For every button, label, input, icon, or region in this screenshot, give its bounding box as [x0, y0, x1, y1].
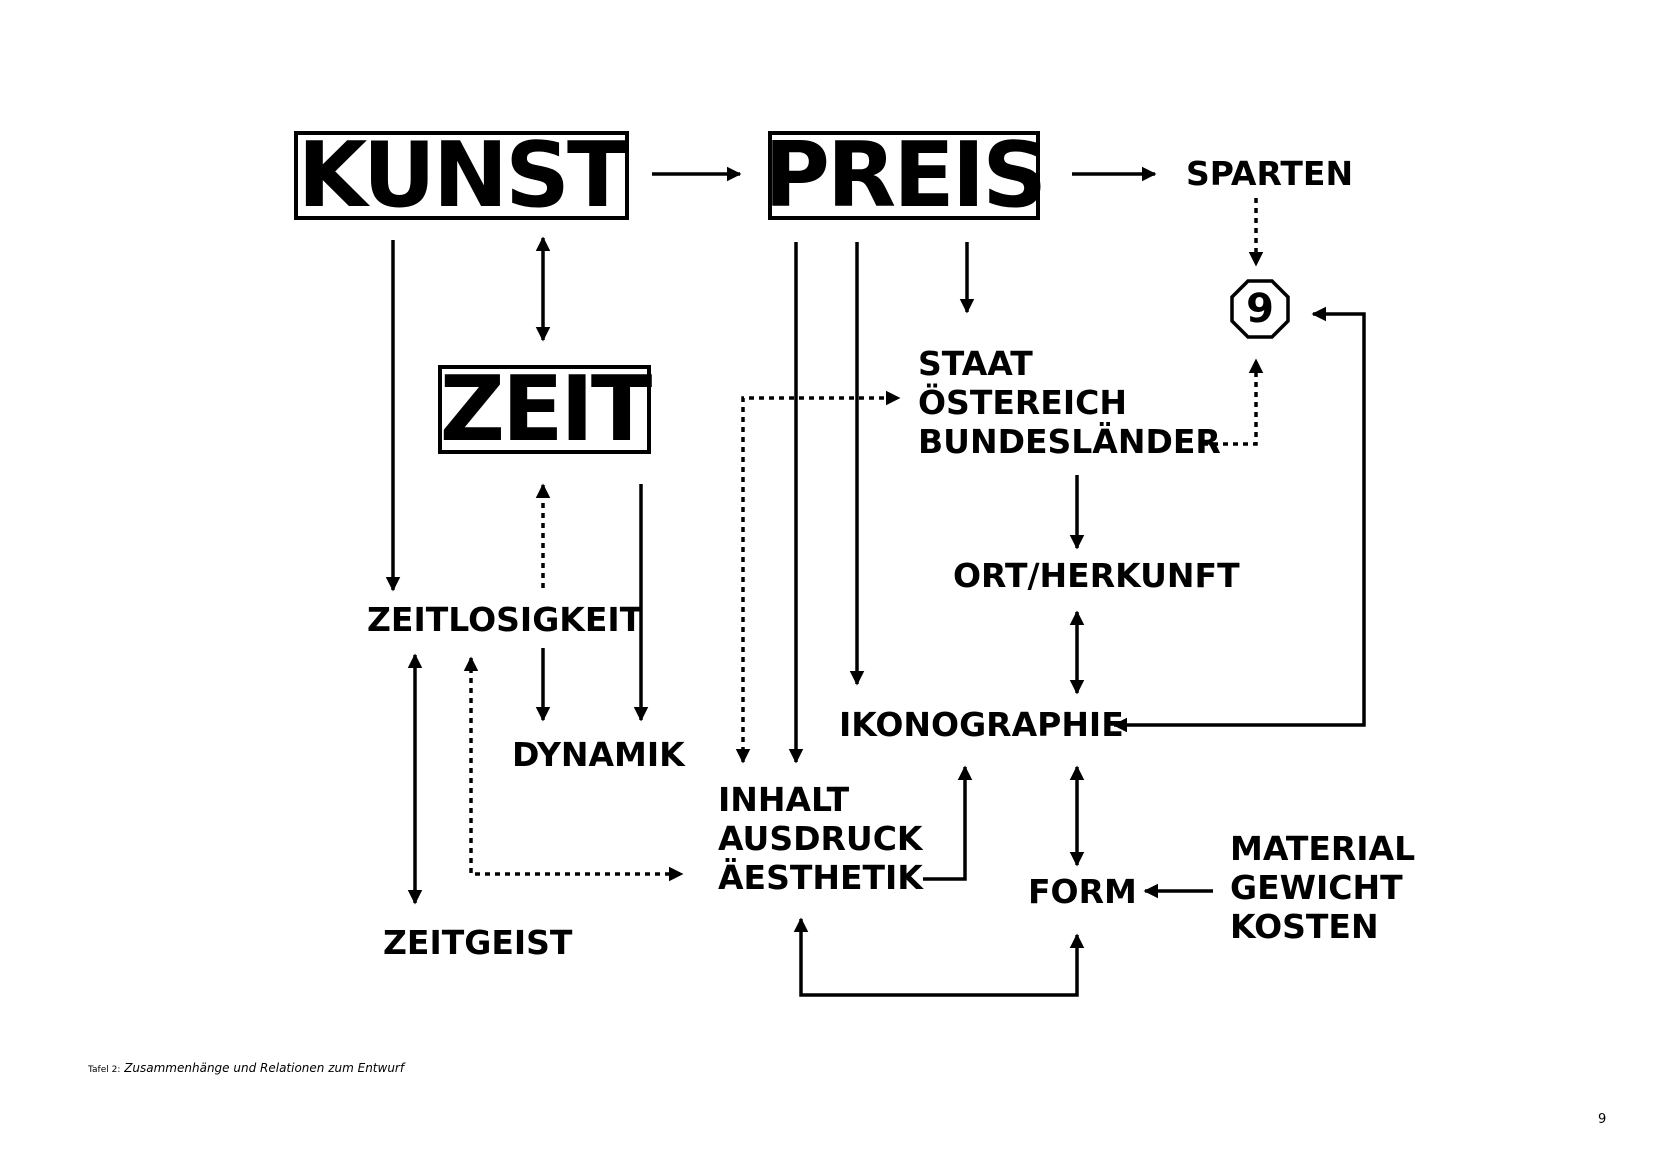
- arrow-inhalt-ikonographie: [923, 765, 973, 881]
- node-zeitlosigkeit: ZEITLOSIGKEIT: [367, 600, 643, 639]
- arrow-ikonographie-nine: [1112, 306, 1366, 733]
- node-material-line-3: KOSTEN: [1230, 907, 1379, 946]
- node-nine-label: 9: [1246, 286, 1274, 332]
- node-material-line-1: MATERIAL: [1230, 829, 1416, 868]
- arrow-zeitlosigkeit-inhalt: [463, 656, 684, 882]
- node-sparten: SPARTEN: [1186, 154, 1354, 193]
- node-inhalt: INHALT AUSDRUCK ÄESTHETIK: [718, 780, 923, 897]
- node-form: FORM: [1028, 872, 1137, 911]
- node-inhalt-line-1: INHALT: [718, 780, 850, 819]
- node-preis: PREIS: [764, 130, 1047, 220]
- node-inhalt-line-2: AUSDRUCK: [718, 819, 923, 858]
- node-kunst: KUNST: [294, 122, 629, 228]
- node-nine: 9: [1232, 281, 1288, 337]
- nine-octagon-shape: [1230, 279, 1290, 339]
- node-kunst-label: KUNST: [297, 122, 629, 228]
- node-staat-line-1: STAAT: [918, 344, 1033, 383]
- node-material: MATERIAL GEWICHT KOSTEN: [1230, 829, 1415, 946]
- node-inhalt-line-3: ÄESTHETIK: [718, 858, 923, 897]
- node-zeit: ZEIT: [438, 356, 653, 462]
- caption-text: Zusammenhänge und Relationen zum Entwurf: [124, 1061, 405, 1075]
- node-staat-line-3: BUNDESLÄNDER: [918, 422, 1221, 461]
- node-zeit-label: ZEIT: [439, 356, 653, 462]
- arrow-inhalt-form: [793, 917, 1085, 997]
- node-dynamik: DYNAMIK: [512, 735, 685, 774]
- node-staat: STAAT ÖSTEREICH BUNDESLÄNDER: [918, 344, 1221, 461]
- page-number: 9: [1598, 1112, 1607, 1127]
- node-material-line-2: GEWICHT: [1230, 868, 1403, 907]
- node-ikonographie: IKONOGRAPHIE: [839, 705, 1124, 744]
- node-ort-herkunft: ORT/HERKUNFT: [953, 556, 1240, 595]
- node-zeitgeist: ZEITGEIST: [383, 923, 573, 962]
- caption-prefix: Tafel 2:: [88, 1065, 121, 1075]
- arrow-inhalt-staat: [735, 390, 901, 764]
- figure-caption: Tafel 2: Zusammenhänge und Relationen zu…: [88, 1061, 404, 1075]
- node-staat-line-2: ÖSTEREICH: [918, 383, 1127, 422]
- node-preis-label: PREIS: [763, 122, 1047, 228]
